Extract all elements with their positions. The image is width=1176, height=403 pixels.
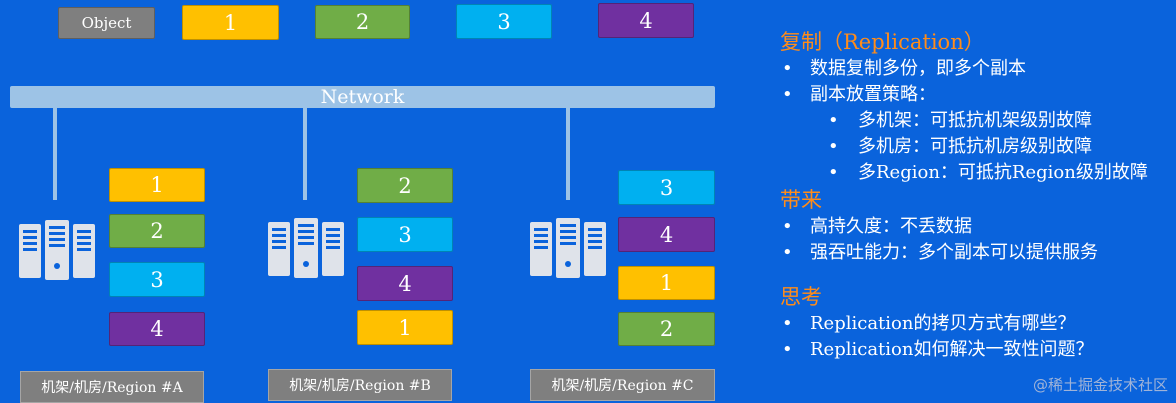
server-icon-c: [530, 218, 606, 278]
bullet-item: 副本放置策略：: [780, 82, 1172, 108]
network-link-a: [53, 108, 57, 200]
rack-c-replica-1: 1: [618, 266, 715, 300]
network-link-b: [303, 108, 307, 200]
object-block-4: 4: [598, 3, 694, 38]
bullet-item: 强吞吐能力：多个副本可以提供服务: [780, 240, 1172, 266]
object-block-3: 3: [456, 4, 552, 39]
rack-b-replica-4: 4: [357, 266, 453, 301]
rack-a-replica-1: 1: [109, 168, 205, 202]
rack-c-replica-3: 3: [618, 170, 715, 205]
rack-c-replica-4: 4: [618, 217, 715, 252]
rack-c-replica-2: 2: [618, 312, 715, 346]
benefits-heading: 带来: [780, 188, 822, 212]
rack-a-replica-4: 4: [109, 312, 205, 346]
sub-bullet-item: 多机架：可抵抗机架级别故障: [780, 108, 1172, 134]
description-panel: 复制（Replication） 数据复制多份，即多个副本 副本放置策略： 多机架…: [780, 28, 1172, 363]
network-bar: Network: [10, 86, 715, 108]
watermark: @稀土掘金技术社区: [1032, 376, 1168, 394]
sub-bullet-item: 多机房：可抵抗机房级别故障: [780, 134, 1172, 160]
rack-b-replica-2: 2: [357, 168, 453, 203]
rack-b-replica-1: 1: [357, 310, 453, 345]
bullet-item: Replication如何解决一致性问题？: [780, 337, 1172, 363]
bullet-item: 数据复制多份，即多个副本: [780, 56, 1172, 82]
rack-label-a: 机架/机房/Region #A: [20, 371, 204, 403]
rack-label-c: 机架/机房/Region #C: [530, 369, 715, 401]
sub-bullet-item: 多Region：可抵抗Region级别故障: [780, 160, 1172, 186]
spacer: [780, 266, 1172, 283]
bullet-item: 高持久度：不丢数据: [780, 214, 1172, 240]
object-block-1: 1: [182, 5, 279, 40]
network-link-c: [566, 108, 570, 200]
server-icon-b: [268, 218, 344, 278]
thinking-heading: 思考: [780, 285, 822, 309]
bullet-item: Replication的拷贝方式有哪些？: [780, 311, 1172, 337]
rack-a-replica-2: 2: [109, 214, 205, 248]
server-icon-a: [19, 220, 95, 280]
object-legend-box: Object: [58, 7, 155, 39]
rack-b-replica-3: 3: [357, 217, 453, 252]
object-block-2: 2: [315, 5, 410, 39]
replication-heading: 复制（Replication）: [780, 30, 985, 54]
rack-label-b: 机架/机房/Region #B: [268, 369, 452, 401]
rack-a-replica-3: 3: [109, 262, 205, 297]
